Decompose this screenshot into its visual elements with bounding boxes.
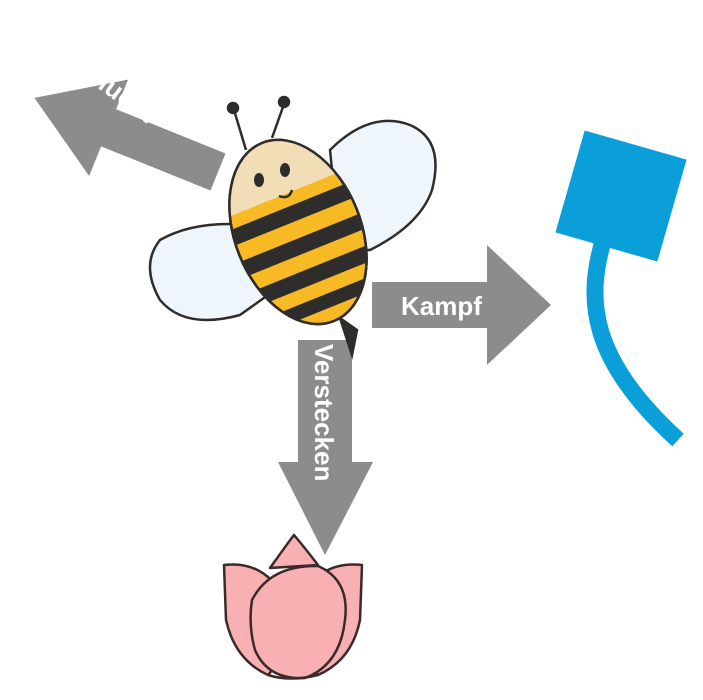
fight-arrow (372, 245, 551, 365)
flight-arrow (34, 79, 226, 191)
fight-label: Kampf (401, 291, 482, 321)
flower-icon (222, 533, 364, 680)
threat-icon (555, 130, 687, 447)
hide-arrow (278, 340, 373, 555)
hide-label: Verstecken (309, 344, 339, 481)
